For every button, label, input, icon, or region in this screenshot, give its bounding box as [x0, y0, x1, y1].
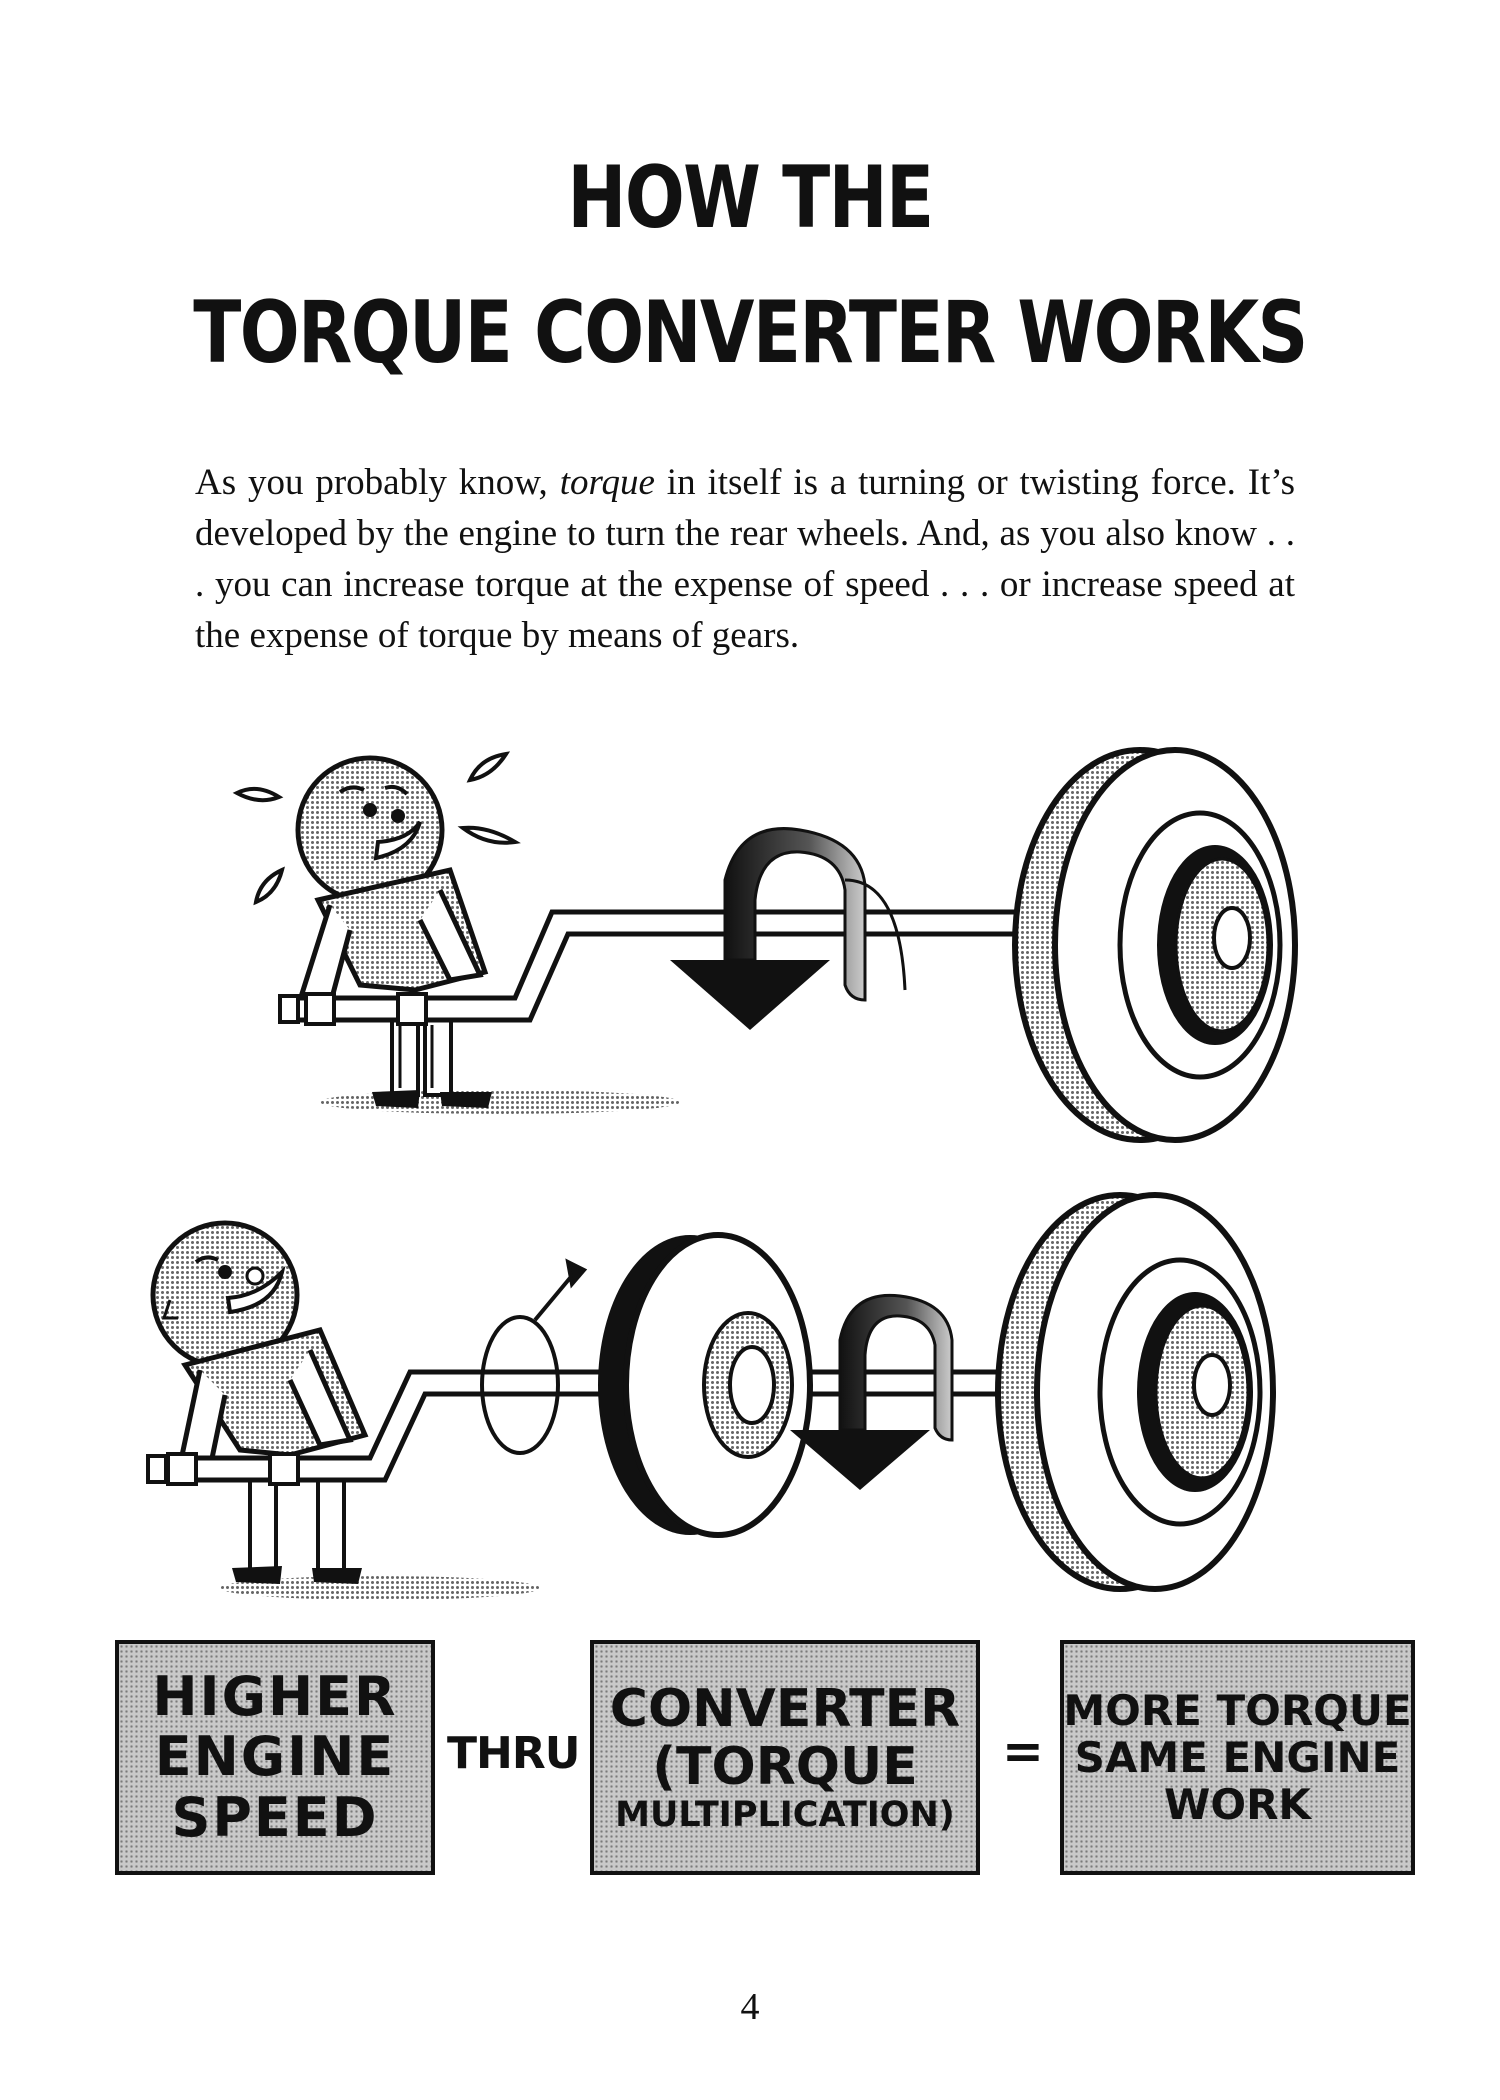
paragraph-emphasis: torque: [559, 462, 655, 503]
page-title-line-2: TORQUE CONVERTER WORKS: [193, 283, 1308, 383]
sweat-drops-icon: [232, 751, 521, 906]
bottom-scene: [146, 1192, 1276, 1600]
torque-arrow-bottom-icon: [790, 1293, 954, 1490]
top-scene: [232, 747, 1298, 1143]
box2-line-2: (TORQUE: [652, 1736, 918, 1797]
torque-converter-disc: [598, 1232, 813, 1538]
intro-paragraph: As you probably know, torque in itself i…: [195, 457, 1295, 661]
box1-line-3: SPEED: [171, 1785, 379, 1849]
box1-line-1: HIGHER: [152, 1664, 398, 1728]
rotation-arrow-icon: [480, 1258, 588, 1455]
torque-arrow-icon: [670, 827, 907, 1030]
paragraph-text-start: As you probably know,: [195, 462, 548, 503]
converter-box: CONVERTER (TORQUE MULTIPLICATION): [590, 1640, 980, 1875]
page-title-line-1: HOW THE: [567, 148, 934, 248]
rear-wheel-bottom: [995, 1192, 1276, 1592]
box3-line-2: SAME ENGINE: [1074, 1732, 1401, 1782]
higher-engine-speed-box: HIGHER ENGINE SPEED: [115, 1640, 435, 1875]
page-number: 4: [740, 1986, 760, 2028]
ground-shadow-bottom: [220, 1576, 540, 1600]
box3-line-1: MORE TORQUE: [1063, 1685, 1412, 1735]
more-torque-box: MORE TORQUE SAME ENGINE WORK: [1060, 1640, 1415, 1875]
thru-label: THRU: [447, 1728, 580, 1779]
box1-line-2: ENGINE: [154, 1725, 396, 1789]
box2-line-1: CONVERTER: [609, 1678, 961, 1739]
rear-wheel-top: [1012, 747, 1298, 1143]
box3-line-3: WORK: [1164, 1780, 1311, 1830]
box2-line-3: MULTIPLICATION): [615, 1795, 955, 1836]
paragraph-text-rest: in itself is a turning or twisting force…: [195, 462, 1296, 656]
equals-sign: =: [1002, 1722, 1044, 1780]
